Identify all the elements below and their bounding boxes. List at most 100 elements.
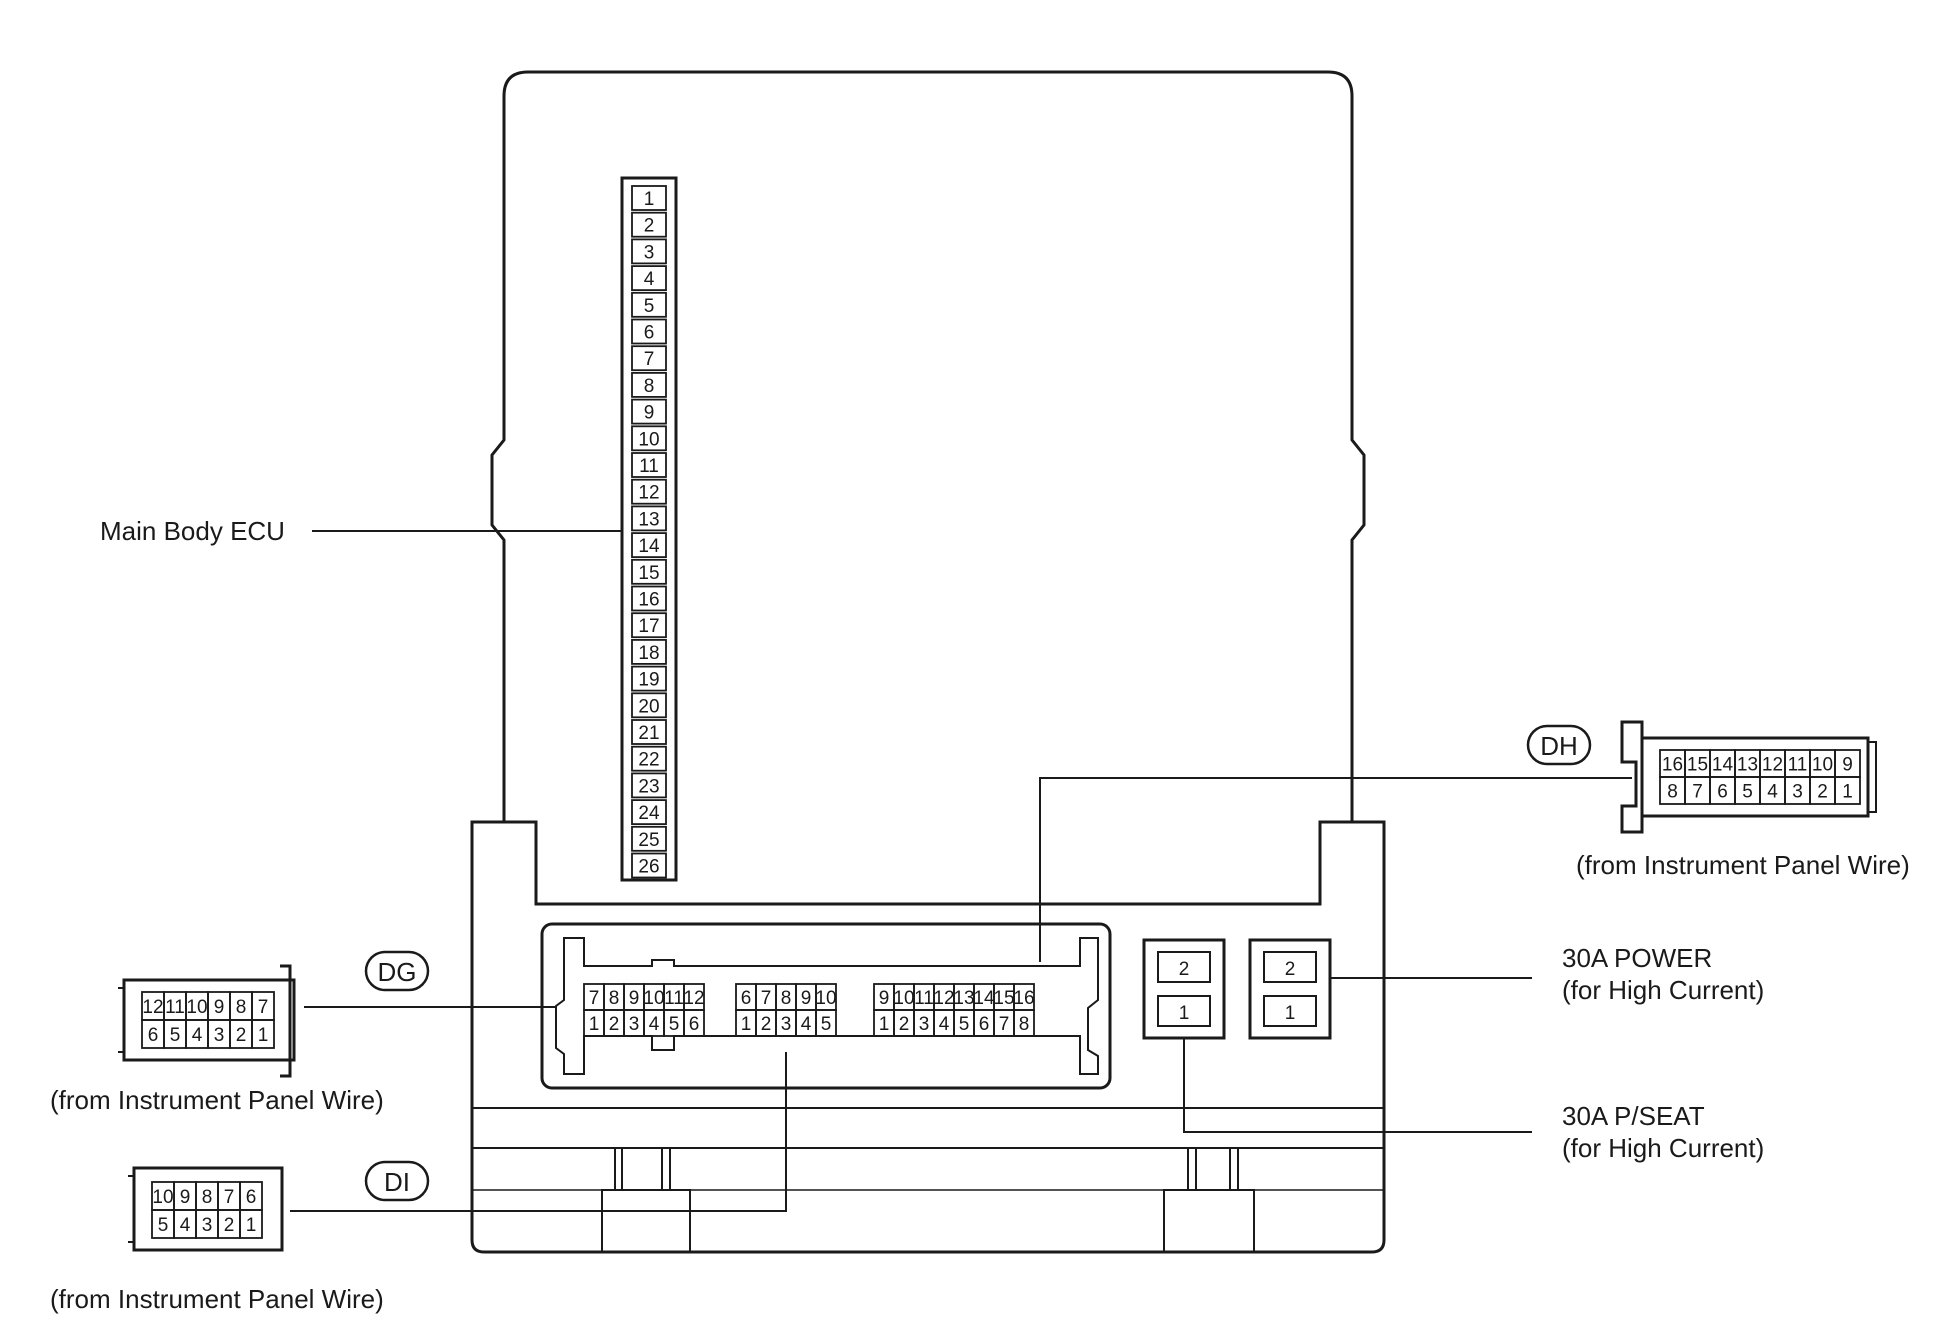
di-pin-7-number: 7 [224, 1187, 235, 1208]
di-source-label: (from Instrument Panel Wire) [50, 1284, 384, 1314]
ecu-column-pin-6-number: 6 [644, 323, 655, 344]
ecu-block-a-pin-5-number: 5 [669, 1014, 680, 1035]
ecu-block-a-pin-12: 12 [683, 983, 705, 1011]
di-pin-2-number: 2 [224, 1215, 235, 1236]
dh-pin-12: 12 [1759, 749, 1786, 778]
dh-pin-7-number: 7 [1692, 782, 1703, 803]
ecu-block-c-pin-2-number: 2 [899, 1014, 910, 1035]
dh-pin-10: 10 [1809, 749, 1836, 778]
dh-pin-13-number: 13 [1737, 755, 1758, 776]
ecu-column-pin-22-number: 22 [638, 750, 659, 771]
di-pin-7: 7 [217, 1181, 241, 1211]
dh-pin-3: 3 [1784, 776, 1811, 805]
ecu-block-a-pin-1-number: 1 [589, 1014, 600, 1035]
ecu-block-c-pin-10: 10 [893, 983, 915, 1011]
ecu-block-c-pin-9-number: 9 [879, 988, 890, 1009]
ecu-column-pin-4: 4 [631, 265, 667, 292]
fuse-power-pin-1: 1 [1285, 1003, 1296, 1024]
ecu-column-pin-10-number: 10 [638, 429, 659, 450]
ecu-column-pin-2: 2 [631, 211, 667, 238]
ecu-column-pin-8-number: 8 [644, 376, 655, 397]
ecu-column-pin-20-number: 20 [638, 696, 659, 717]
ecu-block-b-pin-10-number: 10 [815, 988, 836, 1009]
ecu-column-pin-24-number: 24 [638, 803, 660, 824]
dg-pin-12-number: 12 [142, 997, 163, 1018]
ecu-column-pin-22: 22 [631, 745, 667, 772]
di-tag-text: DI [384, 1167, 410, 1197]
ecu-block-c-pin-9: 9 [873, 983, 895, 1011]
dh-source-label: (from Instrument Panel Wire) [1576, 850, 1910, 880]
ecu-block-a-pin-12-number: 12 [683, 988, 704, 1009]
ecu-block-a-pin-9-number: 9 [629, 988, 640, 1009]
ecu-block-b-pin-9: 9 [795, 983, 817, 1011]
ecu-block-c-pin-1-number: 1 [879, 1014, 890, 1035]
ecu-block-a-pin-10-number: 10 [643, 988, 664, 1009]
ecu-column-pin-21: 21 [631, 719, 667, 745]
ecu-column-pin-16: 16 [631, 585, 667, 612]
dh-pin-16-number: 16 [1662, 755, 1683, 776]
di-pin-4: 4 [173, 1209, 197, 1239]
dg-pin-1-number: 1 [258, 1025, 269, 1046]
ecu-column-pin-23: 23 [631, 772, 667, 799]
di-tag: DI [364, 1160, 430, 1202]
ecu-column-pin-1: 1 [631, 185, 667, 211]
ecu-block-b-pin-2: 2 [755, 1009, 777, 1037]
dh-pin-15: 15 [1684, 749, 1711, 778]
dh-pin-2-number: 2 [1817, 782, 1828, 803]
dh-pin-9-number: 9 [1842, 755, 1853, 776]
dg-pin-5: 5 [163, 1019, 187, 1049]
ecu-block-c-pin-13: 13 [953, 983, 975, 1011]
ecu-block-c-pin-4-number: 4 [939, 1014, 950, 1035]
main-body-ecu-label: Main Body ECU [100, 516, 285, 546]
ecu-block-c-pin-13-number: 13 [953, 988, 974, 1009]
dh-pin-6: 6 [1709, 776, 1736, 805]
dh-pin-9: 9 [1834, 749, 1861, 778]
ecu-block-c-pin-5: 5 [953, 1009, 975, 1037]
ecu-column-pin-19: 19 [631, 665, 667, 692]
ecu-column-pin-17-number: 17 [638, 616, 659, 637]
ecu-column-pin-18-number: 18 [638, 643, 659, 664]
ecu-block-b-pin-5: 5 [815, 1009, 837, 1037]
dh-pin-15-number: 15 [1687, 755, 1708, 776]
di-pin-9: 9 [173, 1181, 197, 1211]
ecu-column-pin-19-number: 19 [638, 670, 659, 691]
ecu-block-a-pin-3: 3 [623, 1009, 645, 1037]
fuse-socket-power: 2 1 [1248, 938, 1332, 1040]
dg-tag: DG [364, 950, 430, 992]
dh-pin-10-number: 10 [1812, 755, 1833, 776]
ecu-block-b-pin-10: 10 [815, 983, 837, 1011]
dg-pin-5-number: 5 [170, 1025, 181, 1046]
ecu-block-c-pin-2: 2 [893, 1009, 915, 1037]
ecu-block-c-pin-11: 11 [913, 983, 935, 1011]
dg-tag-text: DG [378, 957, 417, 987]
dg-pin-10: 10 [185, 991, 209, 1021]
dh-pin-11: 11 [1784, 749, 1811, 778]
ecu-block-b-pin-1-number: 1 [741, 1014, 752, 1035]
ecu-column-pin-11: 11 [631, 452, 667, 478]
pseat-fuse-label-2: (for High Current) [1562, 1133, 1764, 1163]
ecu-column-pin-11-number: 11 [639, 456, 659, 477]
ecu-block-c-pin-10-number: 10 [893, 988, 914, 1009]
ecu-block-a-pin-7: 7 [583, 983, 605, 1011]
ecu-block-b-pin-4: 4 [795, 1009, 817, 1037]
dh-pin-1-number: 1 [1842, 782, 1853, 803]
power-fuse-label-2: (for High Current) [1562, 975, 1764, 1005]
dh-pin-12-number: 12 [1762, 755, 1783, 776]
dh-pin-8: 8 [1659, 776, 1686, 805]
base-latch-left [601, 1148, 691, 1252]
ecu-block-b-pin-7: 7 [755, 983, 777, 1011]
dh-pin-8-number: 8 [1667, 782, 1678, 803]
dh-pin-7: 7 [1684, 776, 1711, 805]
ecu-block-c-pin-11-number: 11 [914, 988, 934, 1009]
ecu-column-pin-12-number: 12 [638, 483, 659, 504]
ecu-column-pin-2-number: 2 [644, 216, 655, 237]
fuse-pseat-pin-1: 1 [1179, 1003, 1190, 1024]
ecu-block-a-pin-6: 6 [683, 1009, 705, 1037]
dg-pin-4: 4 [185, 1019, 209, 1049]
dh-pin-4: 4 [1759, 776, 1786, 805]
ecu-column-pin-14: 14 [631, 532, 667, 558]
